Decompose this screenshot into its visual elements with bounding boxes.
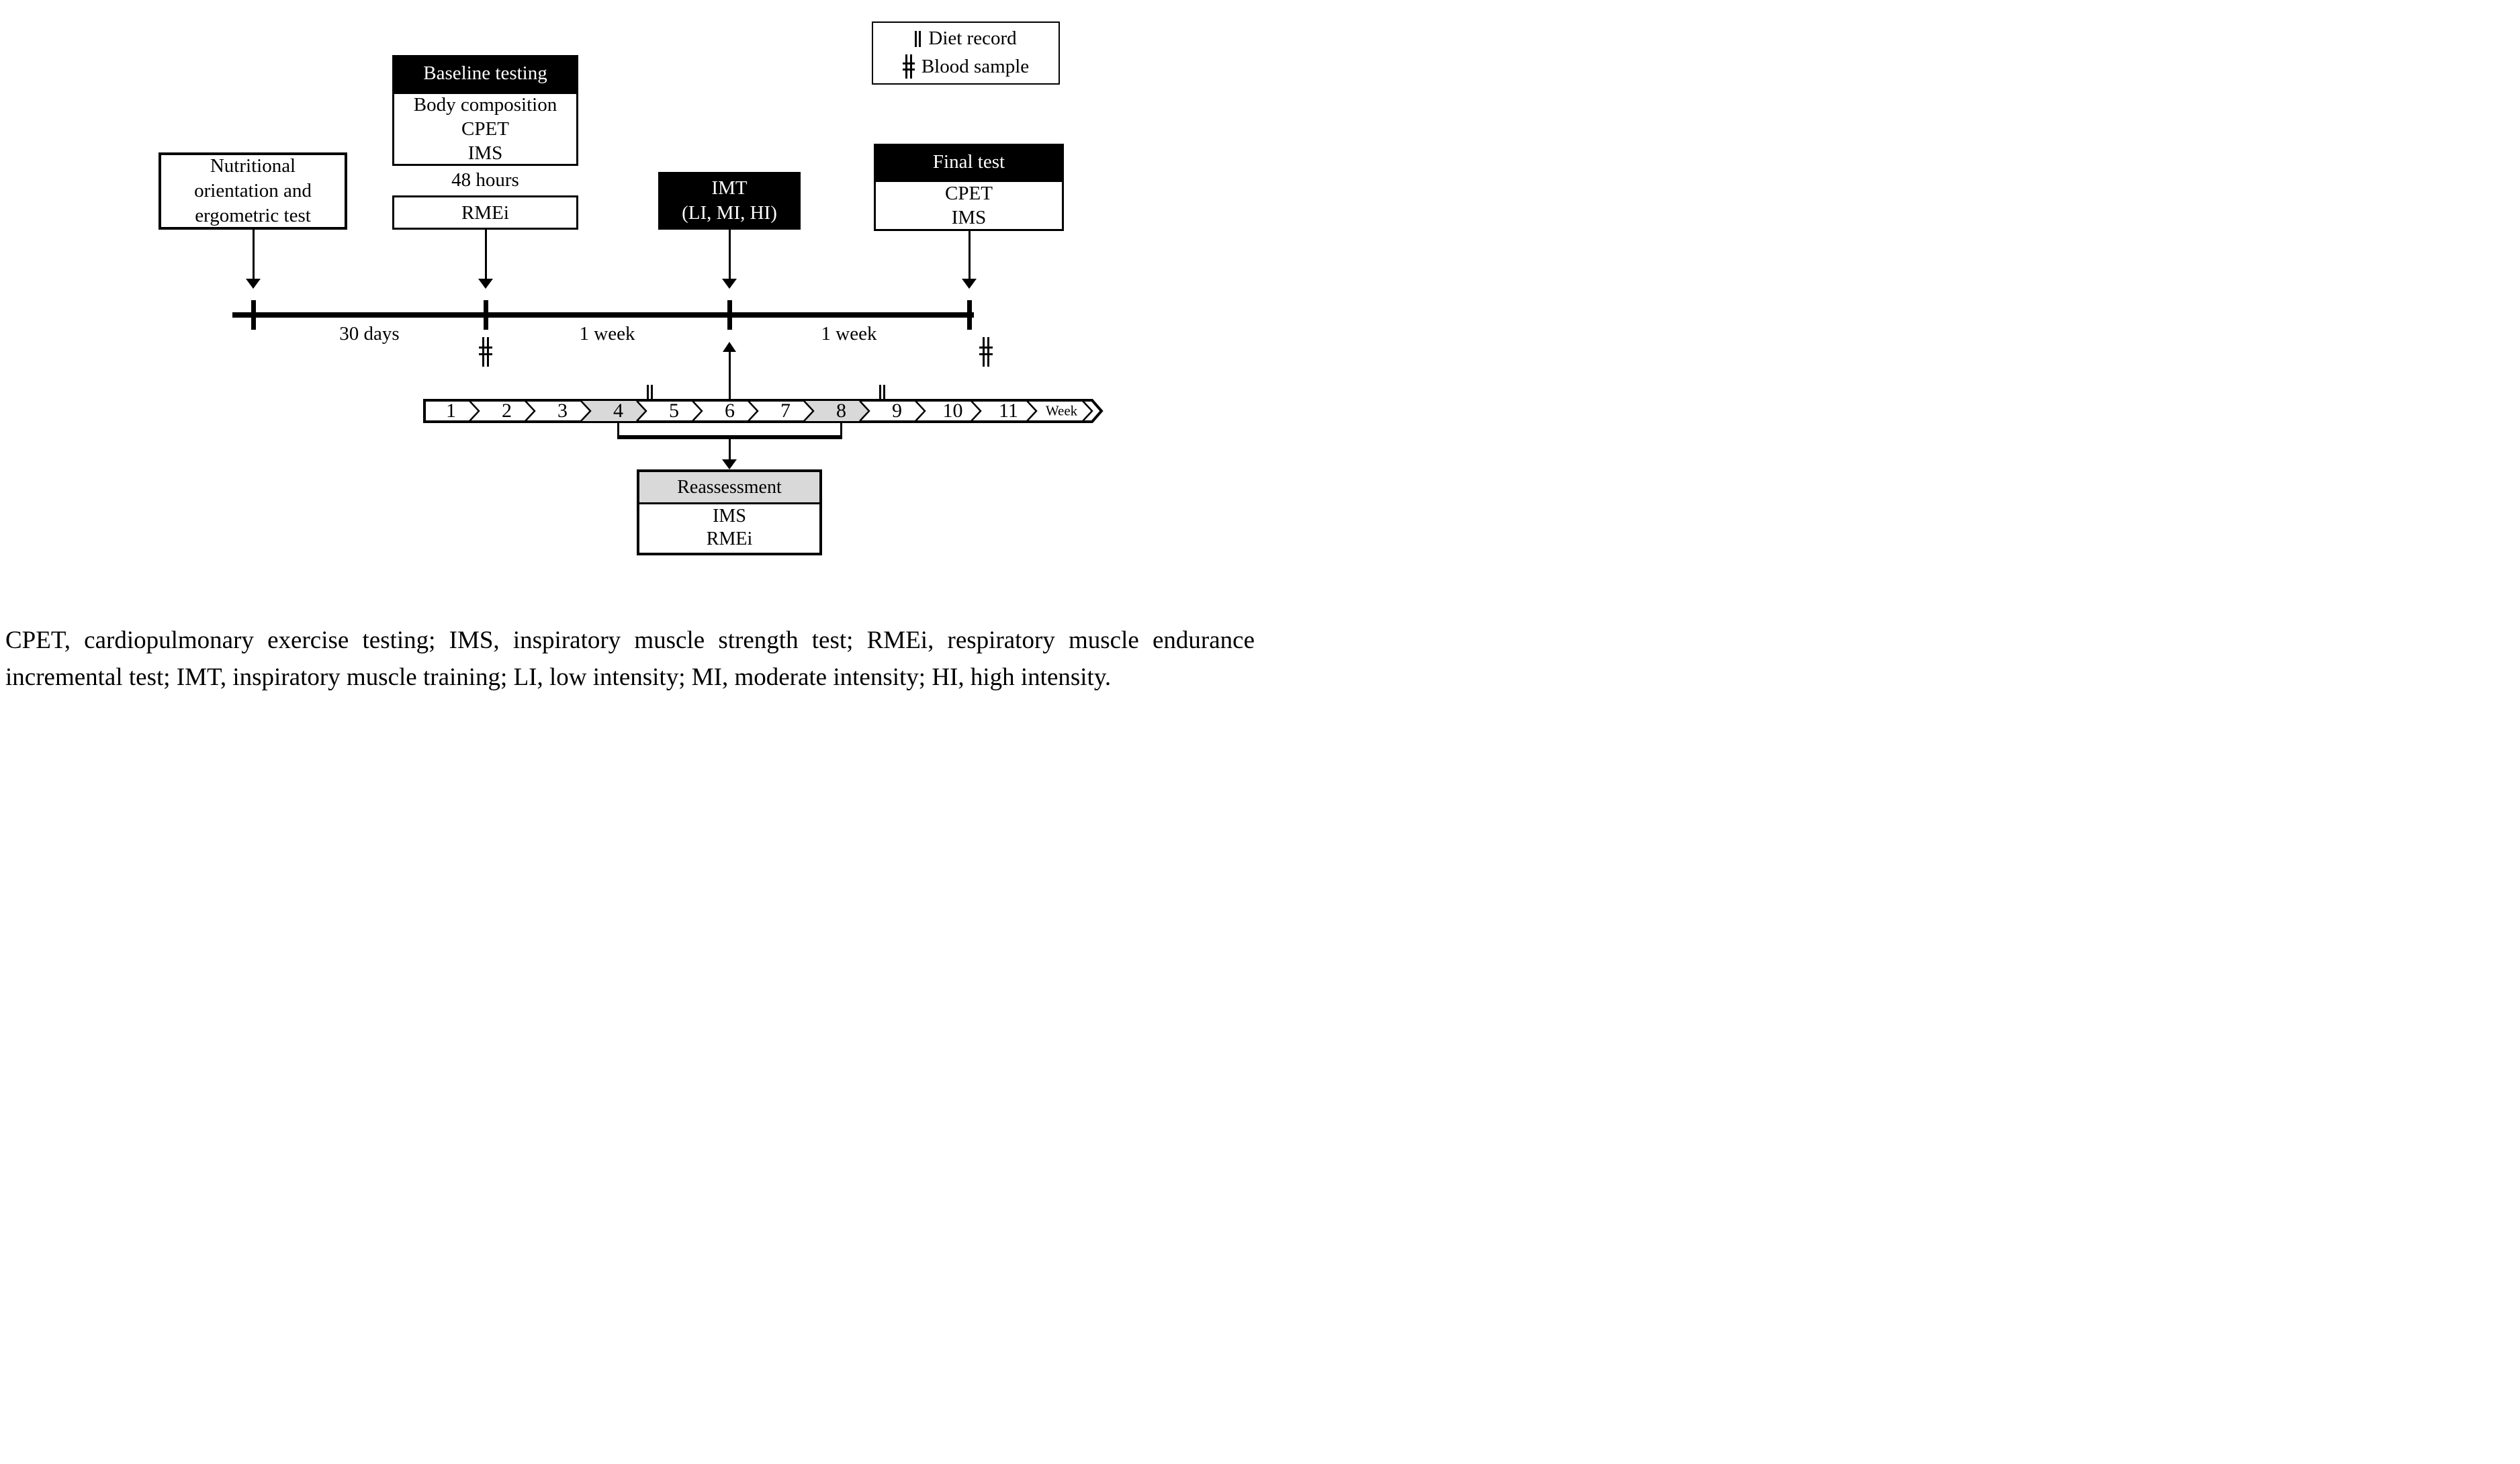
week-separator <box>469 400 480 422</box>
legend-box: Diet record Blood sample <box>872 21 1060 85</box>
blood-sample-icon <box>902 54 915 79</box>
reassessment-line: IMS <box>713 505 746 527</box>
week-cell-label: Week <box>1046 403 1078 419</box>
bracket-leg <box>840 422 842 437</box>
blood-sample-icon <box>979 337 993 367</box>
week-separator <box>692 400 703 422</box>
week-separator <box>971 400 982 422</box>
baseline-line: IMS <box>467 142 503 164</box>
rmei-label: RMEi <box>461 201 509 224</box>
week-cell-label: 4 <box>613 400 623 422</box>
blood-sample-icon <box>479 337 492 367</box>
diet-record-icon <box>879 385 886 403</box>
baseline-testing-body: Body composition CPET IMS <box>392 92 578 166</box>
week-separator <box>915 400 926 422</box>
arrow-shaft <box>484 230 487 279</box>
arrow-down-icon <box>478 279 493 289</box>
week-cell-label: 7 <box>780 400 791 422</box>
reassessment-line: RMEi <box>706 528 753 549</box>
legend-diet-label: Diet record <box>928 28 1017 49</box>
diet-record-icon <box>647 385 654 403</box>
nutritional-orientation-box: Nutritional orientation and ergometric t… <box>159 152 347 230</box>
baseline-line: CPET <box>461 118 509 140</box>
baseline-line: Body composition <box>413 94 557 116</box>
arrow-shaft <box>728 351 731 399</box>
week-separator <box>525 400 536 422</box>
week-highlight <box>804 401 869 421</box>
final-test-line: IMS <box>951 207 987 228</box>
arrow-shaft <box>252 230 255 279</box>
week-cell-label: 9 <box>892 400 902 422</box>
diet-record-icon <box>915 30 921 47</box>
nutritional-line: Nutritional <box>210 155 296 177</box>
week-cell-label: 3 <box>557 400 568 422</box>
week-separator <box>859 400 870 422</box>
timeline-tick <box>966 300 972 330</box>
imt-box: IMT (LI, MI, HI) <box>658 172 801 230</box>
timeline-30-days-label: 30 days <box>339 323 400 345</box>
study-design-figure: Diet record Blood sample Nutritional ori… <box>0 0 1260 732</box>
final-test-body: CPET IMS <box>874 180 1064 231</box>
timeline-bar <box>232 312 974 318</box>
arrow-shaft <box>968 231 971 279</box>
reassessment-header: Reassessment <box>639 472 819 504</box>
nutritional-line: orientation and <box>194 180 312 201</box>
timeline-1-week-label: 1 week <box>579 323 635 345</box>
reassessment-box: Reassessment IMS RMEi <box>637 469 822 555</box>
final-test-header: Final test <box>874 144 1064 180</box>
imt-line: (LI, MI, HI) <box>682 202 777 224</box>
nutritional-line: ergometric test <box>195 205 311 226</box>
week-strip: 1 2 3 4 5 6 7 8 9 10 11 Week <box>423 399 1104 426</box>
bracket-leg <box>617 422 619 437</box>
interval-48-hours-label: 48 hours <box>451 169 519 191</box>
week-strip-svg: 1 2 3 4 5 6 7 8 9 10 11 Week <box>423 399 1104 423</box>
week-separator <box>636 400 647 422</box>
week-cell-label: 6 <box>725 400 735 422</box>
week-separator <box>1026 400 1038 422</box>
week-cell-label: 10 <box>943 400 963 422</box>
arrow-down-icon <box>962 279 977 289</box>
arrow-shaft <box>728 439 731 460</box>
arrow-down-icon <box>722 459 737 469</box>
week-cell-label: 8 <box>836 400 846 422</box>
reassessment-body: IMS RMEi <box>639 504 819 551</box>
baseline-testing-header: Baseline testing <box>392 55 578 92</box>
week-separator <box>748 400 759 422</box>
figure-caption: CPET, cardiopulmonary exercise testing; … <box>5 627 1255 691</box>
timeline-1-week-label: 1 week <box>821 323 877 345</box>
legend-row-blood: Blood sample <box>873 54 1059 79</box>
timeline-tick <box>483 300 488 330</box>
week-separator <box>1082 400 1093 422</box>
arrow-down-icon <box>722 279 737 289</box>
week-separator <box>803 400 815 422</box>
bracket-bar <box>617 435 842 439</box>
week-cell-label: 11 <box>999 400 1018 422</box>
rmei-box: RMEi <box>392 195 578 230</box>
imt-line: IMT <box>711 177 748 199</box>
week-cell-label: 5 <box>669 400 679 422</box>
arrow-down-icon <box>246 279 261 289</box>
legend-row-diet: Diet record <box>873 28 1059 50</box>
legend-blood-label: Blood sample <box>921 55 1030 77</box>
week-cell-label: 1 <box>446 400 456 422</box>
arrow-shaft <box>728 230 731 279</box>
timeline-tick <box>251 300 256 330</box>
timeline-tick <box>727 300 732 330</box>
arrow-up-icon <box>723 342 736 352</box>
week-cell-label: 2 <box>502 400 512 422</box>
week-separator <box>580 400 592 422</box>
final-test-line: CPET <box>945 183 993 204</box>
week-highlight <box>581 401 646 421</box>
